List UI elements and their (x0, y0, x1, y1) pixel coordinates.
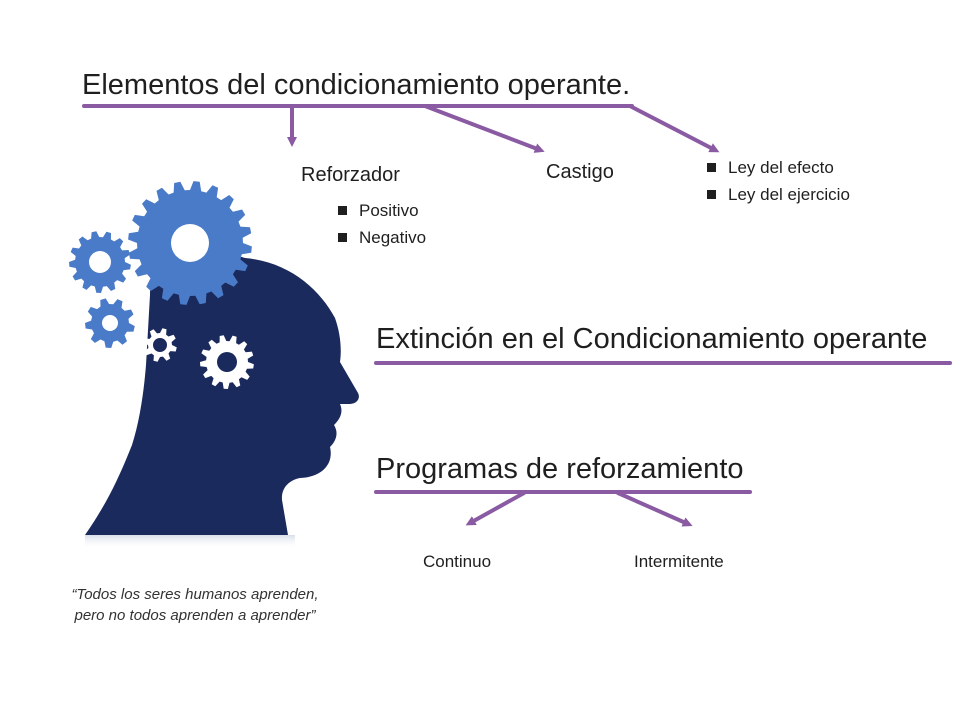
gear-icon (69, 231, 131, 293)
arrow-leyes (628, 104, 720, 153)
gear-icon (143, 328, 177, 362)
castigo-label: Castigo (546, 161, 614, 183)
gear-icon (128, 181, 252, 305)
leyes-list: Ley del efecto Ley del ejercicio (707, 154, 850, 208)
quote-line-2: pero no todos aprenden a aprender” (74, 607, 316, 624)
title-programas: Programas de reforzamiento (376, 453, 744, 485)
list-item: Ley del ejercicio (707, 181, 850, 208)
connectors-elementos (82, 104, 720, 153)
title-extincion: Extinción en el Condicionamiento operant… (376, 323, 928, 355)
intermitente-label: Intermitente (634, 552, 724, 571)
bullet-icon (707, 190, 716, 199)
title-elementos: Elementos del condicionamiento operante. (82, 69, 631, 101)
list-item: Positivo (338, 197, 426, 224)
head-silhouette-icon (85, 249, 359, 549)
gear-icon (85, 298, 135, 348)
quote-line-1: “Todos los seres humanos aprenden, (71, 586, 319, 603)
bullet-icon (707, 163, 716, 172)
bullet-icon (338, 233, 347, 242)
list-item: Ley del efecto (707, 154, 850, 181)
gear-icon (200, 335, 254, 389)
bullet-icon (338, 206, 347, 215)
arrow-castigo (423, 104, 545, 153)
list-item: Negativo (338, 224, 426, 251)
arrow-intermitente (616, 491, 693, 527)
reforzador-label: Reforzador (301, 164, 400, 186)
reforzador-list: Positivo Negativo (338, 197, 426, 251)
continuo-label: Continuo (423, 552, 492, 571)
quote: “Todos los seres humanos aprenden, pero … (50, 584, 340, 626)
arrow-continuo (465, 491, 526, 526)
connectors-programas (374, 490, 752, 527)
